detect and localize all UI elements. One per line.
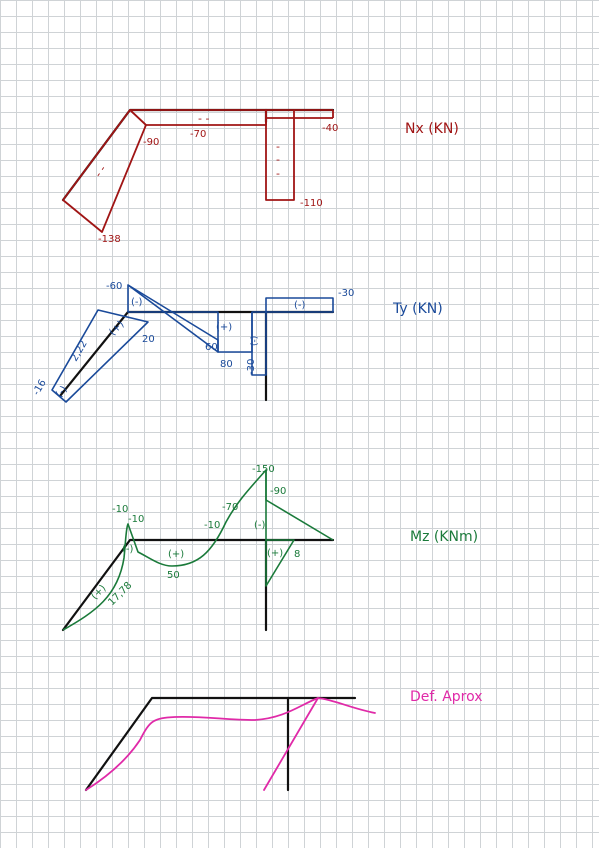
ty-sign: (-): [294, 300, 306, 311]
nx-sign: -: [276, 153, 280, 166]
nx-label: -70: [190, 129, 206, 140]
mz-sign: (+): [267, 548, 283, 559]
nx-title: Nx (KN): [405, 121, 459, 137]
mz-label: 17,78: [106, 580, 134, 608]
mz-column-triangle: [265, 539, 295, 587]
ty-label: 2,22: [69, 339, 90, 364]
mz-title: Mz (KNm): [410, 529, 478, 545]
mz-sign: (-): [122, 544, 134, 555]
nx-diagram: -90 -70 -40 -110 -138 - - - - - - - Nx (…: [61, 108, 459, 245]
nx-label: -40: [322, 123, 338, 134]
ty-label: -60: [106, 281, 122, 292]
mz-sign: (-): [254, 520, 266, 531]
mz-label: -150: [252, 464, 275, 475]
ty-incline-band: [51, 309, 149, 403]
ty-label: 60: [205, 342, 218, 353]
ty-label: -16: [31, 378, 49, 398]
nx-sign: -: [276, 140, 280, 153]
mz-label: -90: [270, 486, 286, 497]
ty-sign: (+): [216, 322, 232, 333]
mz-label: -10: [128, 514, 144, 525]
mz-curve: [62, 469, 334, 631]
nx-sign: - -: [198, 112, 209, 125]
ty-label: -30: [338, 288, 354, 299]
ty-diagram: -60 -30 20 2,22 -16 60 80 -30 (-) (+) (+…: [31, 281, 443, 403]
mz-label: -70: [222, 502, 238, 513]
ty-label: 80: [220, 359, 233, 370]
def-title: Def. Aprox: [410, 689, 483, 705]
def-column-line: [263, 697, 319, 791]
mz-label: 50: [167, 570, 180, 581]
ty-title: Ty (KN): [392, 301, 443, 317]
deformation-diagram: Def. Aprox: [84, 689, 483, 792]
nx-sign: - -: [92, 163, 109, 180]
ty-beam-right-band: [265, 297, 334, 313]
nx-label: -90: [143, 137, 159, 148]
nx-label: -138: [98, 234, 121, 245]
ty-sign: (-): [131, 297, 143, 308]
nx-label: -110: [300, 198, 323, 209]
ty-sign: (-): [250, 336, 260, 346]
nx-sign: -: [276, 167, 280, 180]
mz-label: -10: [204, 520, 220, 531]
ty-column-band: [251, 311, 267, 376]
mz-diagram: -10 -10 -150 -90 -70 -10 50 17,78 8 (-) …: [61, 464, 478, 632]
def-beam-curve: [85, 697, 376, 791]
ty-label: 20: [142, 334, 155, 345]
ty-frame-left: [58, 310, 268, 398]
mz-frame-beam: [61, 538, 335, 632]
mz-label: 8: [294, 549, 300, 560]
nx-column-band: [265, 109, 295, 201]
ty-beam-left-shape: [127, 284, 219, 353]
mz-sign: (+): [168, 549, 184, 560]
mz-label: -10: [112, 504, 128, 515]
ty-label: -30: [246, 359, 257, 375]
def-frame-beam: [84, 696, 357, 792]
